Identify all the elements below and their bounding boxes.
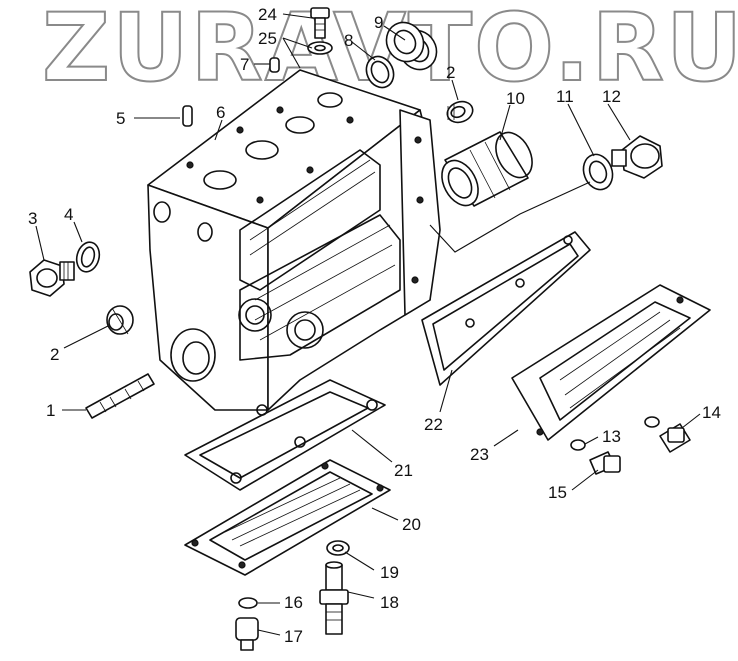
callout-18: 18 [380,593,399,612]
callout-14: 14 [702,403,721,422]
part-11-washer [582,153,614,191]
part-20-cover [184,459,391,576]
callout-4: 4 [64,205,73,224]
callout-3: 3 [28,209,37,228]
callout-21: 21 [394,461,413,480]
part-13-washers [570,416,660,451]
callout-25: 25 [258,29,277,48]
part-15-bolt [589,451,621,475]
part-16-washer [238,597,258,609]
callout-6: 6 [216,103,225,122]
callout-5: 5 [116,109,125,128]
callout-19: 19 [380,563,399,582]
callout-23: 23 [470,445,489,464]
leader-lines [35,13,701,636]
callout-2-upper: 2 [446,63,455,82]
part-23-cover [511,284,711,441]
part-17-bolt [235,617,259,651]
callout-11: 11 [556,87,574,106]
part-10-sleeve [441,131,533,207]
callout-15: 15 [548,483,567,502]
callout-1: 1 [46,401,55,420]
callout-8: 8 [344,31,353,50]
callout-20: 20 [402,515,421,534]
part-22-gasket [421,231,591,386]
callout-2-left: 2 [50,345,59,364]
part-1-stud [85,373,155,419]
part-25-washer [307,41,333,55]
callout-13: 13 [602,427,621,446]
main-housing [147,69,441,411]
callout-12: 12 [602,87,621,106]
part-2-upper-bearing [446,100,474,124]
callout-7: 7 [240,55,249,74]
callout-22: 22 [424,415,443,434]
part-14-bolt [659,423,691,453]
part-9-bushing [385,21,438,71]
callout-16: 16 [284,593,303,612]
callout-17: 17 [284,627,303,646]
part-18-fitting [319,561,349,635]
part-5-pin [182,105,193,127]
assembly-line [429,181,591,253]
part-4-ring [75,241,101,273]
part-21-gasket [184,379,386,491]
callout-24: 24 [258,5,277,24]
part-7-pin [269,57,280,73]
callouts: 24 25 9 8 7 2 10 11 12 5 6 3 4 2 1 22 21… [28,5,721,646]
part-12-plug [611,135,663,179]
part-3-plug [29,259,75,297]
callout-10: 10 [506,89,525,108]
part-2-left-bearing [106,305,134,335]
callout-9: 9 [374,13,383,32]
part-19-washer [326,540,350,556]
part-8-ring [365,55,395,89]
part-24-bolt [310,7,330,39]
